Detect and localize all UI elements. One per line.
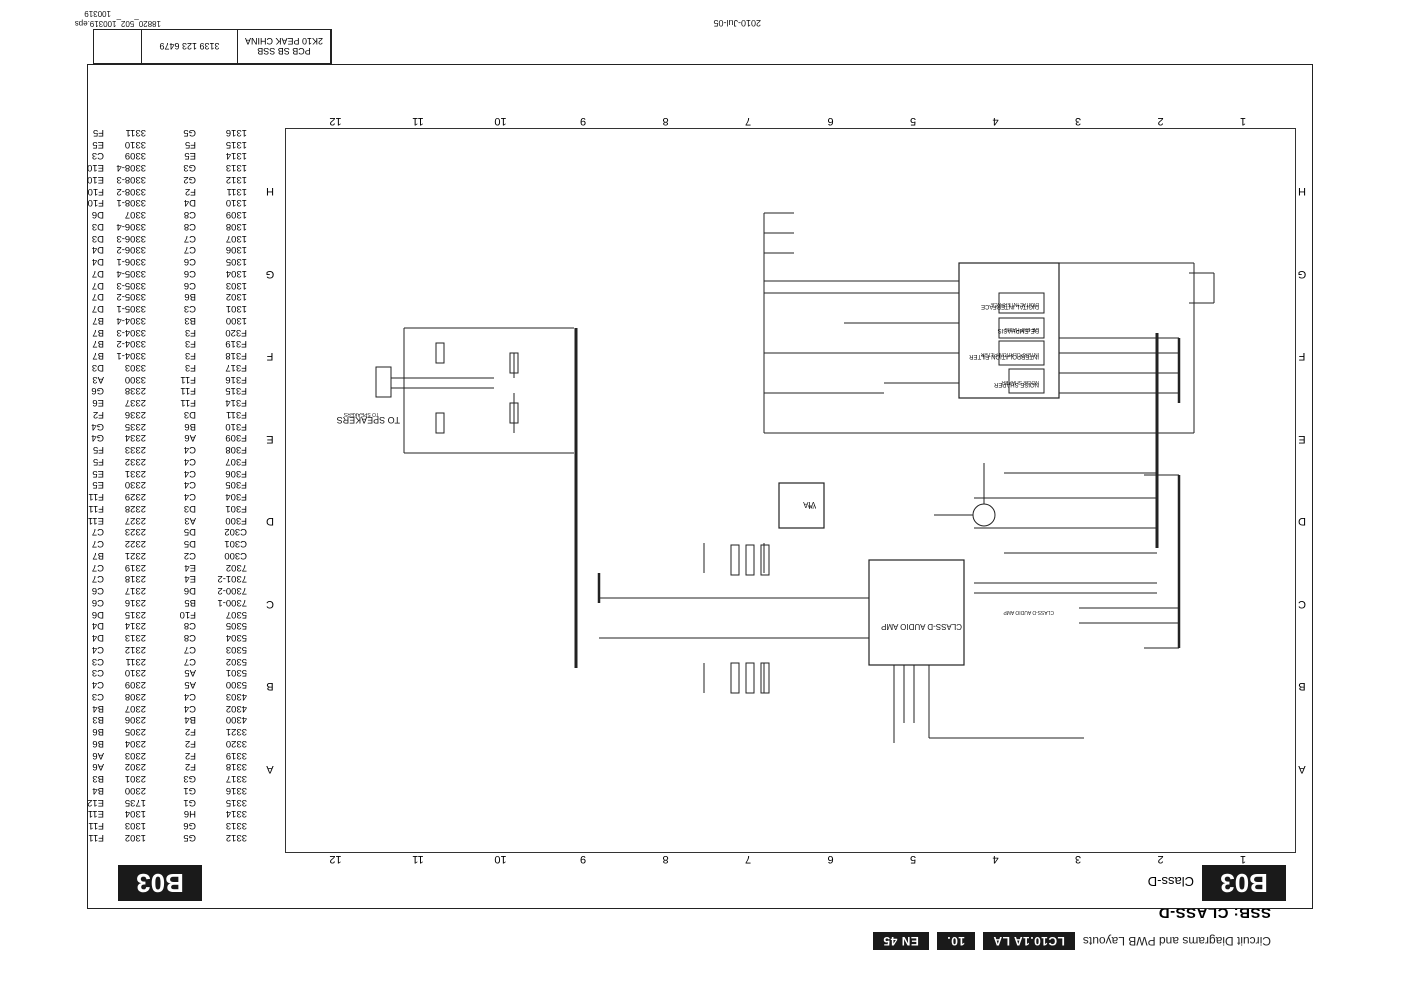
dac-block-noise: NOISE SHAPER [993, 381, 1039, 387]
amp-ic-label: CLASS-D AUDIO AMP [881, 622, 962, 631]
svg-text:NOISE SHAPER: NOISE SHAPER [1001, 379, 1039, 385]
dac-block-interface: DIGITAL INTERFACE [980, 303, 1039, 309]
svg-text:TO SPEAKERS: TO SPEAKERS [343, 411, 379, 417]
svg-text:INTERPOLATION FILTER: INTERPOLATION FILTER [980, 351, 1039, 357]
dac-block-deemph: DE-EMPHASIS [997, 327, 1039, 333]
speaker-connector-label: TO SPEAKERS [336, 415, 400, 425]
svg-text:DE-EMPHASIS: DE-EMPHASIS [1004, 326, 1039, 332]
dac-block-filter: INTERPOLATION FILTER [969, 353, 1039, 359]
svg-text:CLASS-D AUDIO AMP: CLASS-D AUDIO AMP [1003, 609, 1054, 615]
via-ic-label: VIA [803, 500, 816, 509]
svg-text:DIGITAL INTERFACE: DIGITAL INTERFACE [990, 301, 1039, 307]
svg-text:VIA: VIA [807, 503, 816, 509]
